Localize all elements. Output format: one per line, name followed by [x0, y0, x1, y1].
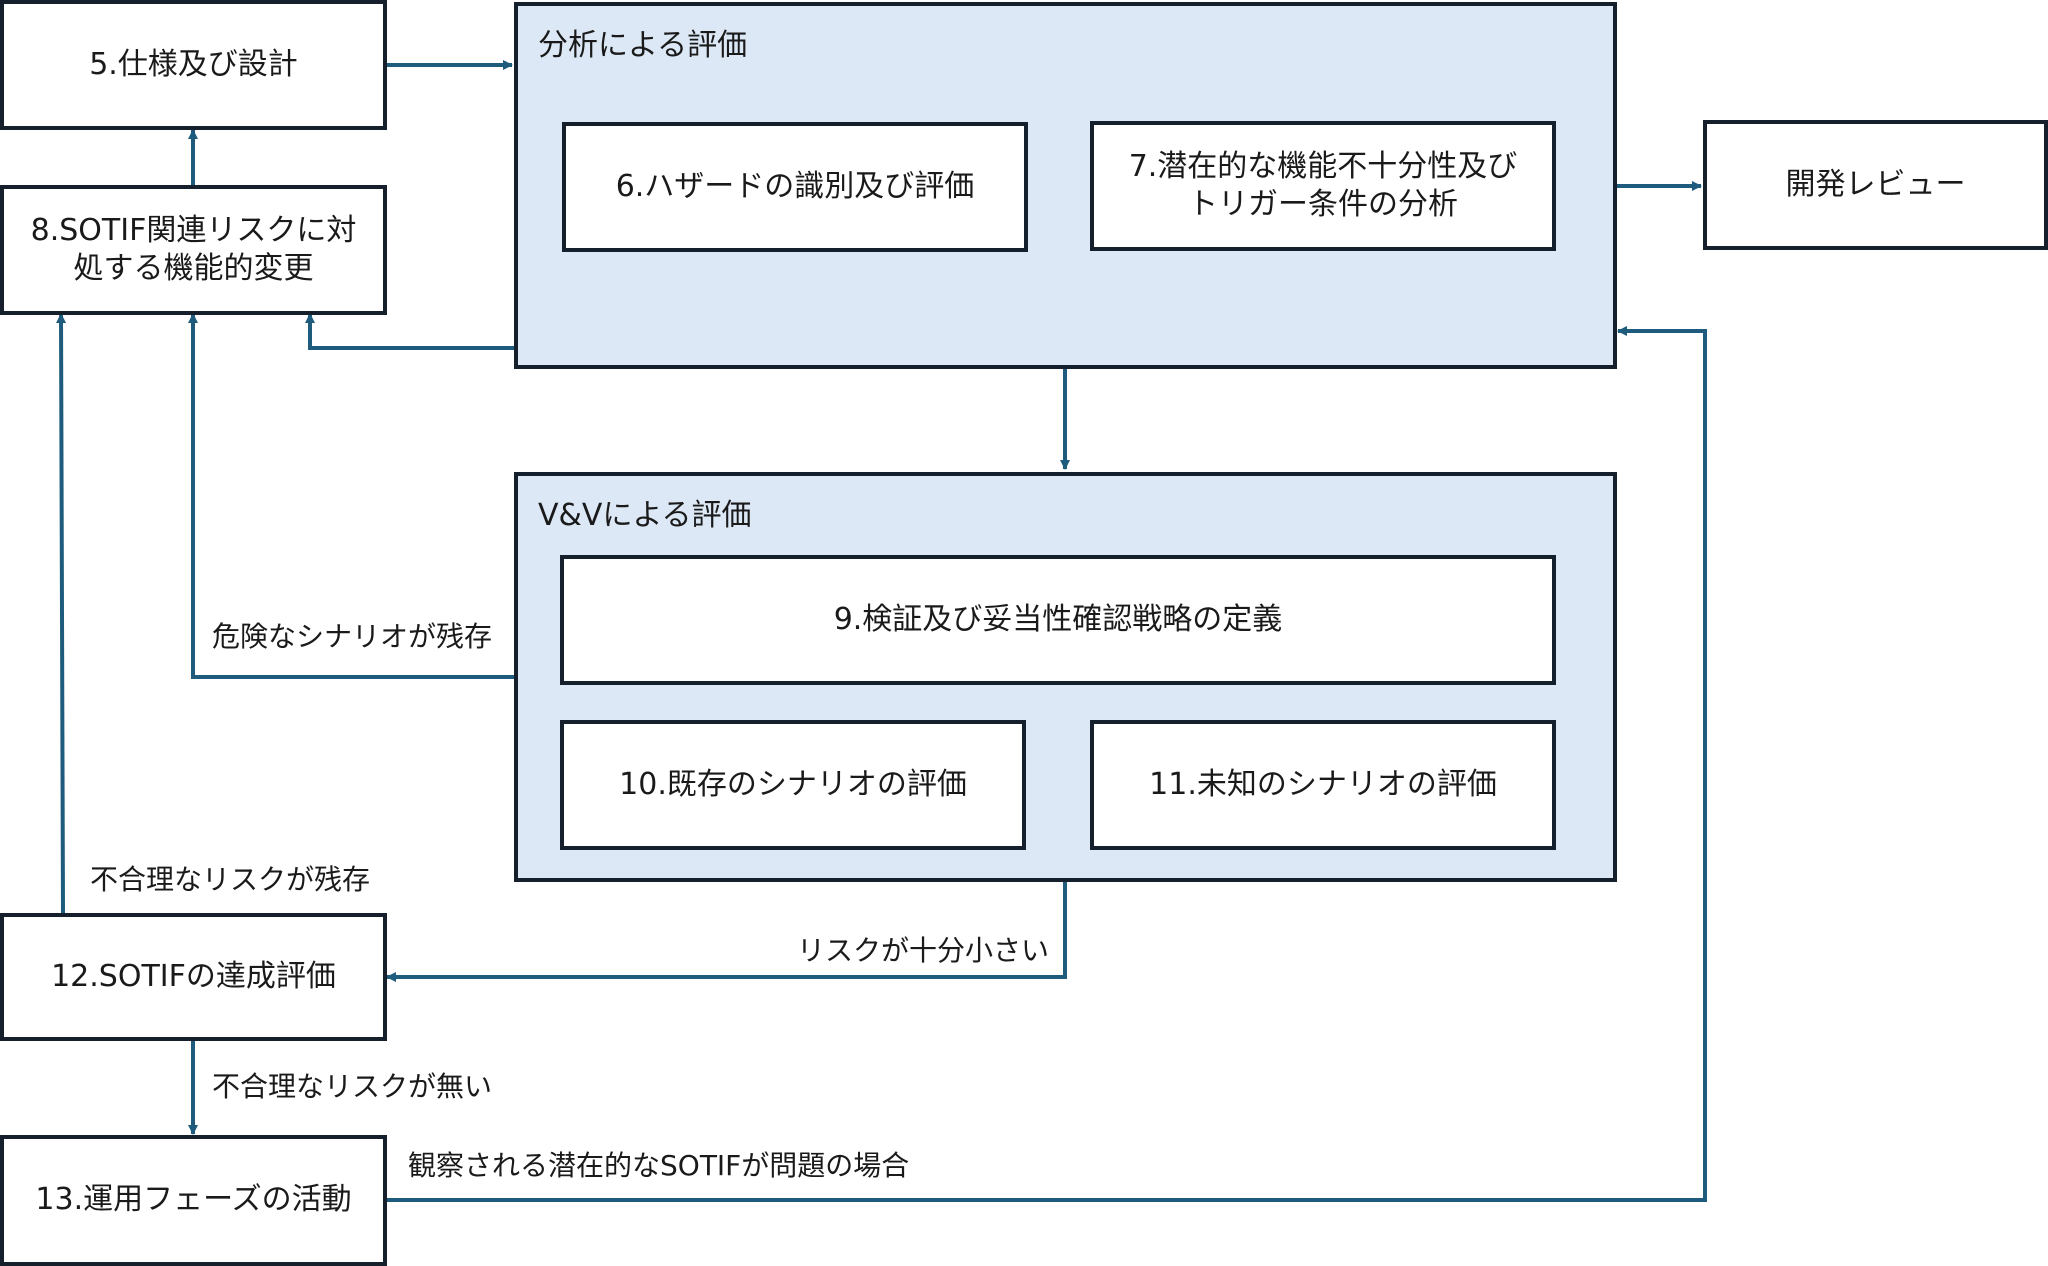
vv-strategy-box: 9.検証及び妥当性確認戦略の定義 [560, 555, 1556, 685]
label-field-issue: 観察される潜在的なSOTIFが問題の場合 [408, 1149, 910, 1182]
vv-group-title: V&Vによる評価 [538, 498, 752, 533]
functional-insufficiency-box: 7.潜在的な機能不十分性及び トリガー条件の分析 [1090, 121, 1556, 251]
hazard-identification-box: 6.ハザードの識別及び評価 [562, 122, 1028, 252]
arrow-operation-to-analysis [386, 326, 1707, 1202]
unknown-scenario-box: 11.未知のシナリオの評価 [1090, 720, 1556, 850]
functional-change-box: 8.SOTIF関連リスクに対 処する機能的変更 [0, 185, 387, 315]
sotif-achievement-box: 12.SOTIFの達成評価 [0, 913, 387, 1041]
arrow-vv-hazard-to-change [188, 313, 514, 679]
label-unreasonable-remaining: 不合理なリスクが残存 [90, 863, 371, 896]
label-hazard-remaining: 危険なシナリオが残存 [212, 620, 493, 653]
arrow-sotif-to-change [56, 313, 67, 914]
operation-phase-box: 13.運用フェーズの活動 [0, 1135, 387, 1266]
analysis-group-title: 分析による評価 [538, 28, 748, 63]
known-scenario-box: 10.既存のシナリオの評価 [560, 720, 1026, 850]
label-no-unreasonable: 不合理なリスクが無い [212, 1070, 493, 1103]
arrow-vv-to-sotif [386, 882, 1067, 982]
label-risk-small: リスクが十分小さい [797, 934, 1050, 967]
arrow-analysis-to-change [305, 313, 514, 350]
dev-review-box: 開発レビュー [1703, 120, 2048, 250]
spec-design-box: 5.仕様及び設計 [0, 0, 387, 130]
